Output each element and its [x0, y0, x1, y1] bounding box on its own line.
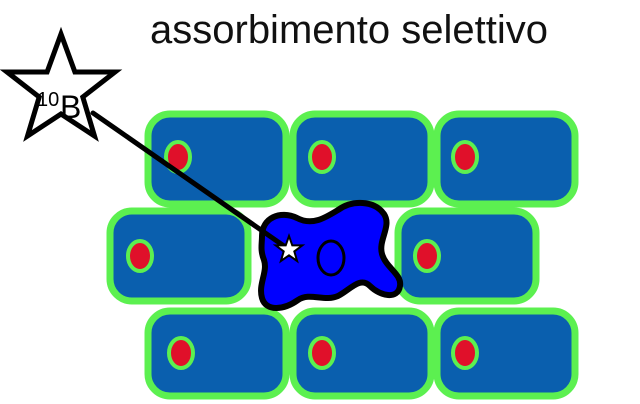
- isotope-mass-number: 10: [37, 89, 59, 111]
- normal-cell: [394, 207, 540, 305]
- normal-cell: [433, 307, 579, 400]
- cell-nucleus: [167, 336, 195, 370]
- normal-cell: [144, 307, 290, 400]
- normal-cell: [106, 207, 252, 305]
- normal-cell: [289, 110, 435, 208]
- isotope-star: 10 B: [0, 26, 123, 142]
- cell-nucleus: [451, 336, 479, 370]
- cell-nucleus: [308, 140, 336, 174]
- normal-cell: [144, 110, 290, 208]
- normal-cell: [433, 110, 579, 208]
- tumor-cell: [258, 200, 404, 311]
- normal-cell: [289, 307, 435, 400]
- diagram-title: assorbimento selettivo: [150, 8, 548, 52]
- boron-star-small-icon: [272, 232, 306, 264]
- cell-nucleus: [308, 336, 336, 370]
- cell-nucleus: [126, 239, 154, 273]
- uptake-arrow: [90, 110, 287, 249]
- boron-star-icon: [0, 26, 123, 142]
- isotope-symbol: B: [60, 89, 81, 125]
- cell-nucleus: [413, 239, 441, 273]
- tumor-nucleus: [316, 239, 346, 277]
- cell-nucleus: [451, 140, 479, 174]
